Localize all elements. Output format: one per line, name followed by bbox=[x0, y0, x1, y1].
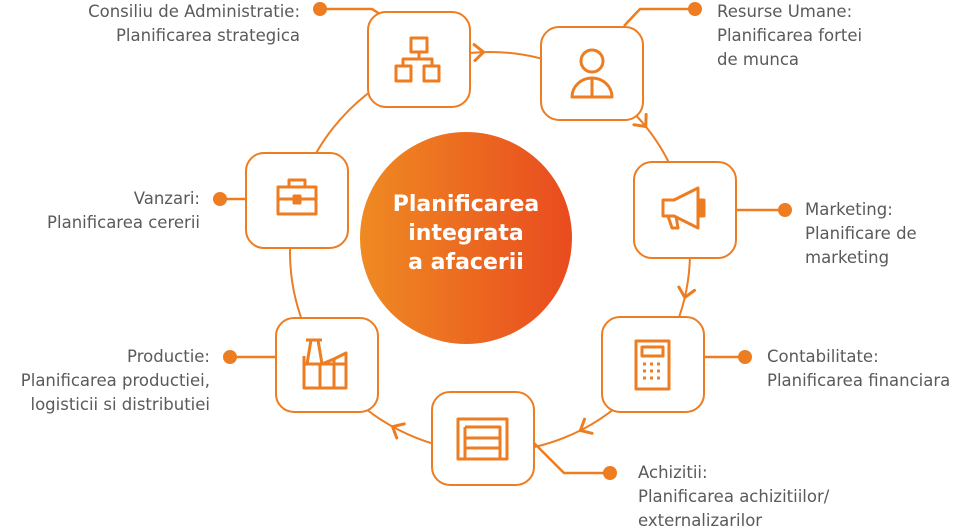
label-line: Planificarea financiara bbox=[767, 371, 951, 390]
center-title-line: Planificarea bbox=[392, 192, 540, 217]
label-line: Resurse Umane: bbox=[717, 2, 853, 21]
label-line: Vanzari: bbox=[133, 189, 200, 208]
leader-dots bbox=[213, 2, 792, 480]
cycle-arrow-icon bbox=[390, 422, 406, 440]
megaphone-icon bbox=[661, 186, 706, 230]
cycle-arrow-icon bbox=[632, 112, 648, 129]
warehouse-icon bbox=[456, 417, 509, 461]
org-chart-icon bbox=[394, 36, 441, 83]
label-line: Planificarea cererii bbox=[47, 213, 200, 232]
label-contabilitate: Contabilitate: Planificarea financiara bbox=[767, 345, 950, 393]
label-line: Achizitii: bbox=[638, 463, 708, 482]
label-marketing: Marketing: Planificare de marketing bbox=[805, 198, 917, 270]
center-title-line: integrata bbox=[408, 221, 524, 246]
leader-resurse bbox=[623, 7, 695, 27]
briefcase-icon bbox=[276, 178, 318, 216]
cycle-arrow-icon bbox=[677, 285, 696, 300]
label-line: Planificarea achizitiilor/ bbox=[638, 487, 830, 506]
label-line: Planificarea strategica bbox=[115, 26, 300, 45]
center-title-line: a afacerii bbox=[408, 250, 524, 275]
label-line: Productie: bbox=[127, 347, 210, 366]
label-resurse: Resurse Umane: Planificarea fortei de mu… bbox=[717, 0, 862, 72]
cycle-arrow-icon bbox=[578, 417, 594, 435]
factory-icon bbox=[302, 338, 348, 390]
leader-lines bbox=[220, 7, 785, 475]
label-line: Consiliu de Administratie: bbox=[88, 2, 300, 21]
leader-achizitii bbox=[533, 442, 610, 475]
label-line: Planificare de bbox=[805, 224, 917, 243]
label-line: Marketing: bbox=[805, 200, 893, 219]
box-marketing bbox=[633, 161, 737, 259]
label-vanzari: Vanzari: Planificarea cererii bbox=[47, 187, 200, 235]
cycle-arrow-icon bbox=[472, 43, 486, 63]
label-achizitii: Achizitii: Planificarea achizitiilor/ ex… bbox=[638, 461, 829, 532]
person-tie-icon bbox=[570, 48, 614, 99]
calculator-icon bbox=[634, 339, 671, 391]
label-line: Planificarea productiei, bbox=[20, 371, 210, 390]
label-line: Planificarea fortei bbox=[717, 26, 863, 45]
label-line: de munca bbox=[717, 50, 800, 69]
label-line: logisticii si distributiei bbox=[30, 395, 210, 414]
center-title: Planificarea integrata a afacerii bbox=[366, 190, 566, 277]
label-line: marketing bbox=[805, 248, 890, 267]
label-line: Contabilitate: bbox=[767, 347, 879, 366]
label-consiliu: Consiliu de Administratie: Planificarea … bbox=[88, 0, 300, 48]
center-circle bbox=[360, 132, 572, 344]
label-productie: Productie: Planificarea productiei, logi… bbox=[21, 345, 210, 417]
label-line: externalizarilor bbox=[638, 511, 763, 530]
